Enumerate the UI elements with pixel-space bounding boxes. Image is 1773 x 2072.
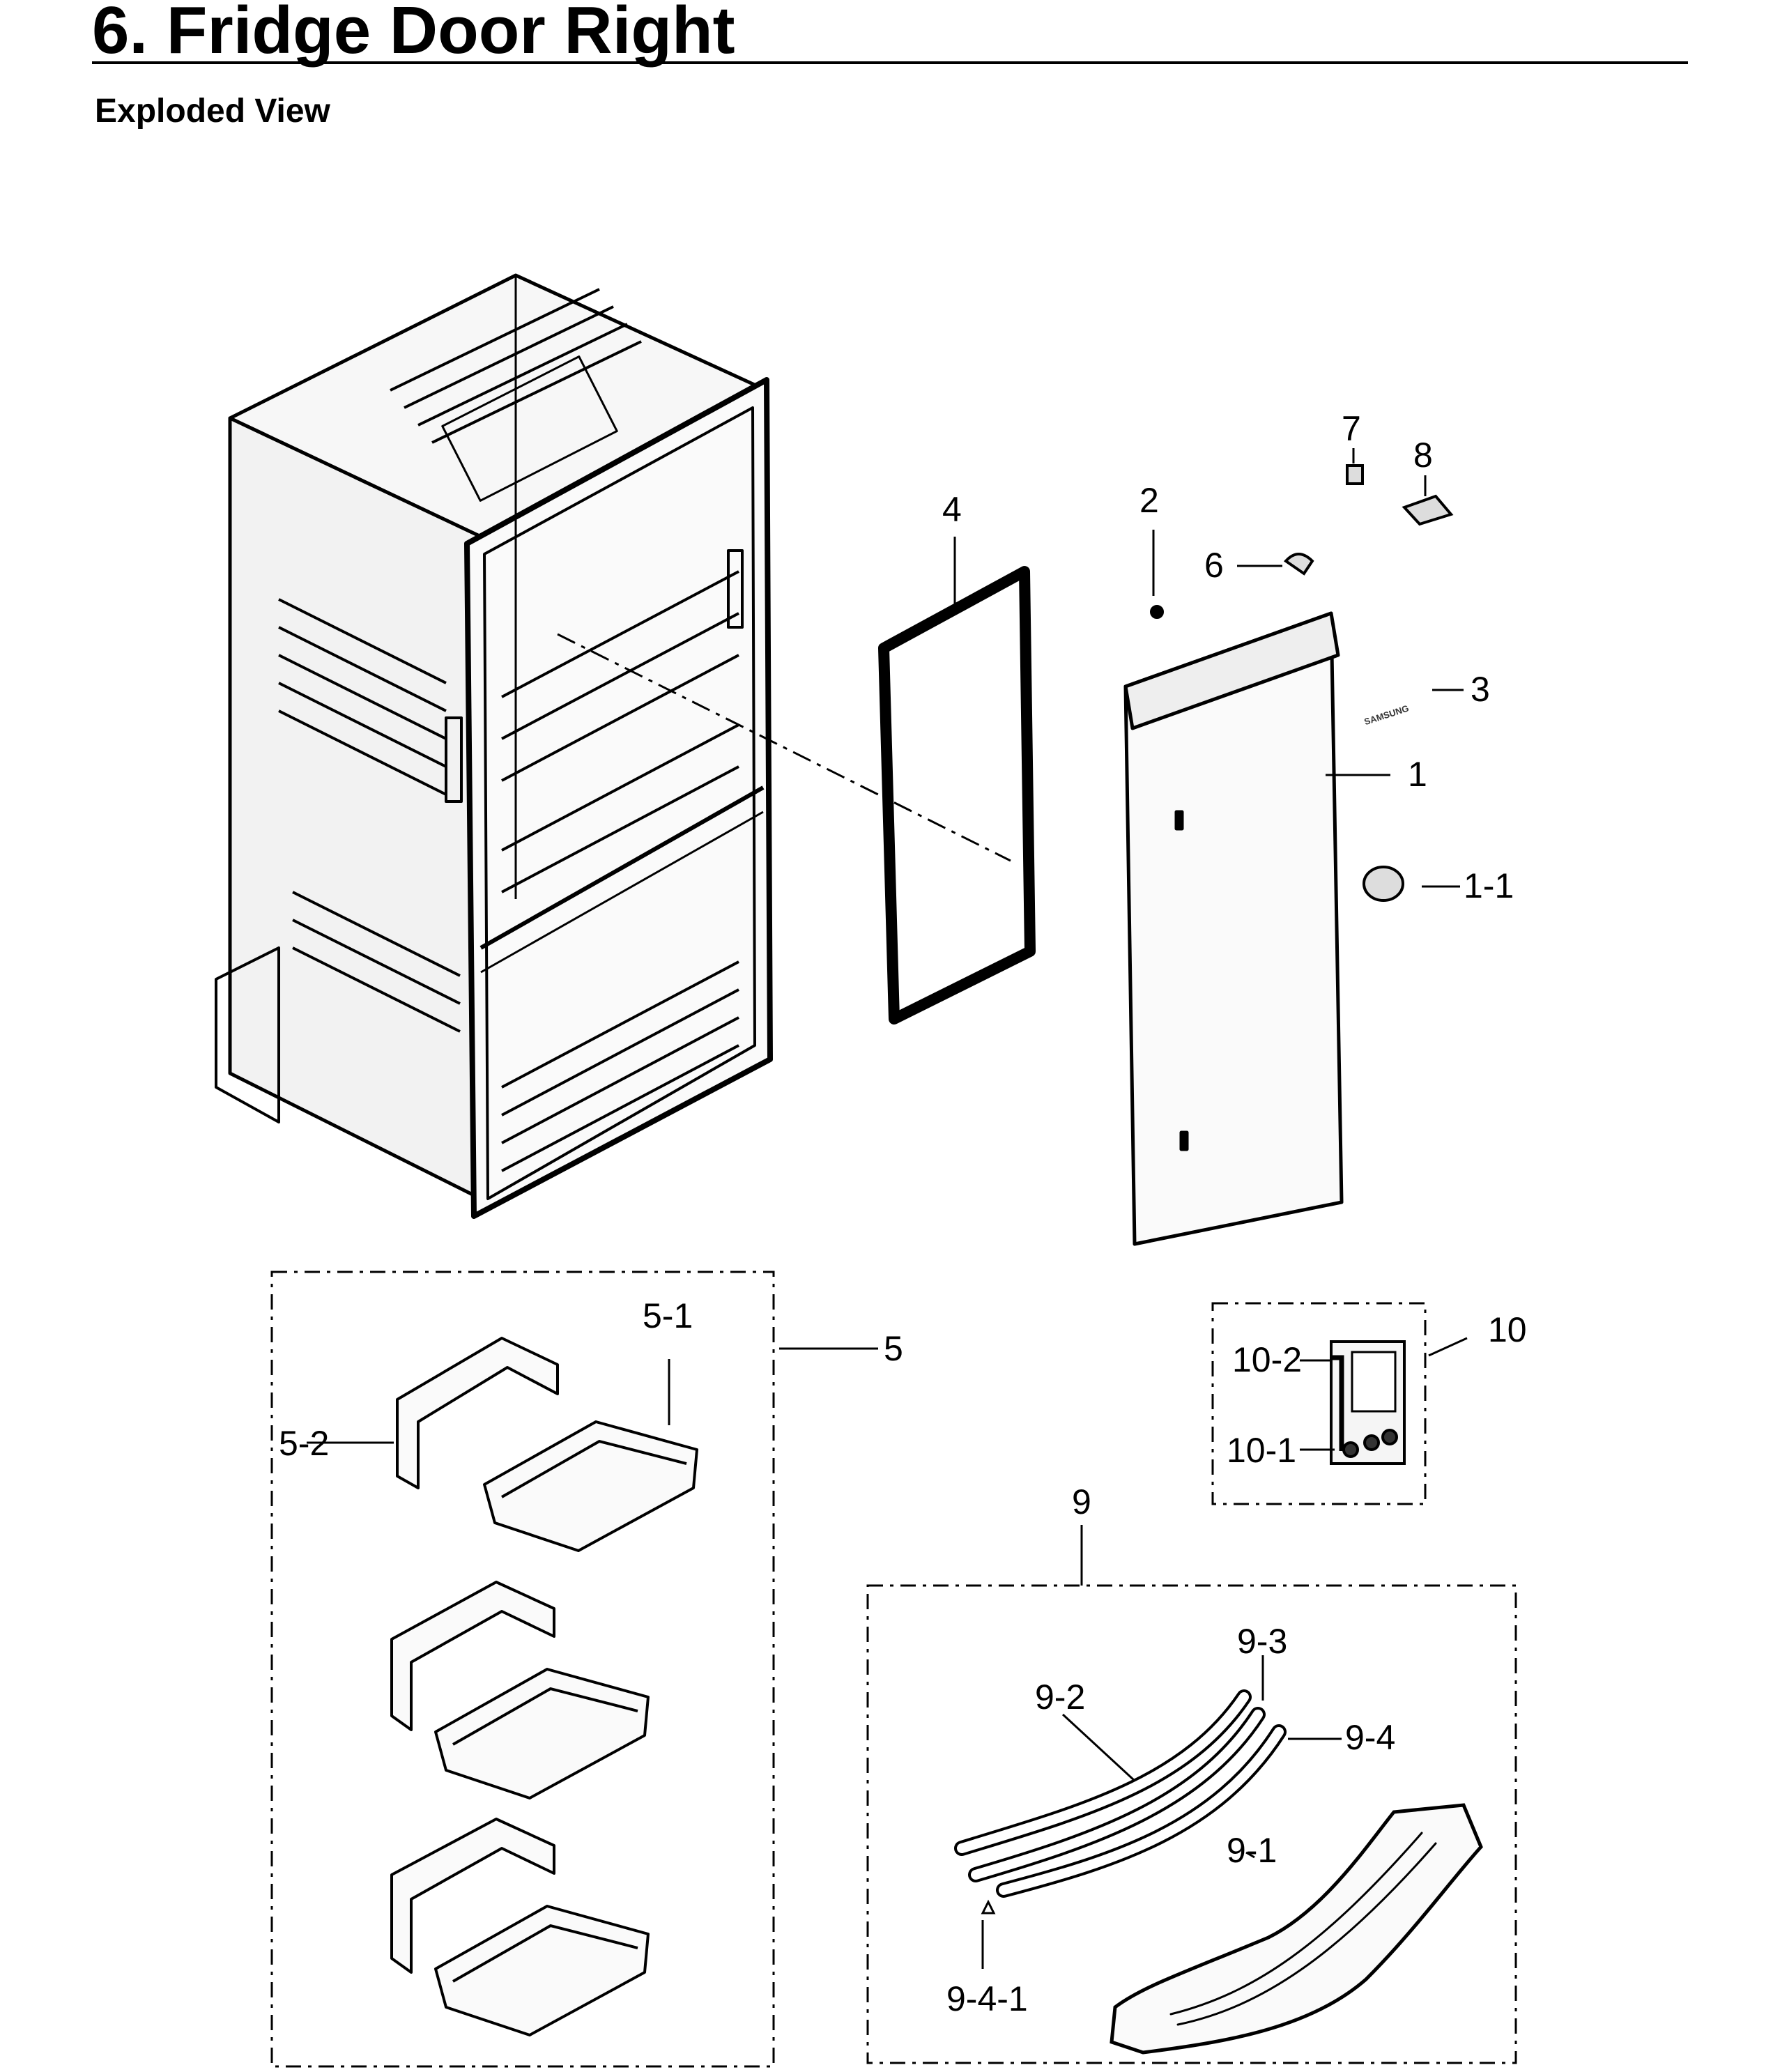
callout-9-3: 9-3 [1237,1622,1287,1661]
callout-labels: 1 1-1 2 3 4 5 5-1 5-2 6 7 8 9 9-1 9-2 9-… [279,409,1527,2018]
callout-8: 8 [1413,436,1433,475]
handle-pipe-c-inner [999,1727,1284,1895]
callout-leaders [307,448,1468,1969]
door-cap-part [1363,866,1404,902]
door-hinge-hole-lower [1179,1130,1189,1151]
screw-part [1150,605,1164,619]
cabinet-front-frame [464,377,773,1219]
callout-2: 2 [1139,481,1159,520]
hinge-cap-part [1346,464,1364,485]
handle-screw-part [981,1899,996,1914]
kit-wrench [1331,1355,1344,1451]
callout-5-2: 5-2 [279,1424,329,1463]
door-top-cap [1123,611,1340,730]
handle-parts [954,1689,1483,2055]
callout-9: 9 [1072,1482,1091,1521]
title-rule [92,61,1688,64]
fridge-cabinet [215,273,773,1219]
callout-1: 1 [1408,755,1427,794]
hinge-part [1402,494,1454,526]
handle-pipe-a-inner [957,1692,1249,1853]
callout-3: 3 [1471,670,1490,709]
callout-10: 10 [1488,1310,1527,1349]
guard-group-box [270,1271,775,2068]
callout-5: 5 [884,1329,903,1368]
door-logo-text: SAMSUNG [1363,703,1410,727]
install-kit [1330,1340,1406,1465]
callout-9-4-1: 9-4-1 [946,1979,1028,2018]
fridge-door [1123,611,1344,1246]
callout-1-1: 1-1 [1464,866,1514,905]
door-guards [390,1337,698,2036]
kit-screw-3 [1381,1429,1398,1445]
callout-7: 7 [1342,409,1361,448]
page-title: 6. Fridge Door Right [92,0,735,68]
handle-base-part [1110,1803,1483,2055]
kit-screw-2 [1363,1434,1380,1451]
callout-5-1: 5-1 [643,1296,693,1335]
small-parts [1150,464,1454,902]
guard-1-rim [501,1440,687,1498]
cabinet-slot [445,716,463,803]
cabinet-side-panel [228,416,483,1201]
guard-1 [483,1420,698,1552]
callout-9-4: 9-4 [1345,1718,1395,1757]
cabinet-front-opening [483,406,756,1200]
top-control-vent [441,355,618,502]
guard-cap-2 [390,1581,555,1731]
cabinet-mullion [479,785,765,950]
callout-6: 6 [1204,546,1224,585]
guard-2 [434,1668,650,1799]
guard-cap-3 [390,1818,555,1974]
handle-pipe-b-inner [971,1710,1263,1880]
callout-9-2: 9-2 [1035,1678,1085,1717]
kit-screw-1 [1342,1441,1359,1458]
cabinet-mullion-lower [480,811,764,974]
assembly-leader-line [557,633,1011,862]
guard-3-rim [452,1924,638,1983]
callout-4: 4 [942,490,962,529]
cabinet-ribs [278,288,739,1172]
door-hinge-hole-upper [1174,810,1184,831]
cabinet-base [215,946,280,1123]
kit-group-box [1211,1302,1427,1505]
kit-label-card [1351,1351,1397,1413]
callout-9-1: 9-1 [1227,1831,1277,1870]
hinge-cover-part [1283,553,1314,576]
guard-cap-1 [396,1337,559,1489]
section-subtitle: Exploded View [95,93,330,130]
cabinet-slot-right [727,549,744,629]
guard-3 [434,1905,650,2036]
callout-10-2: 10-2 [1232,1340,1302,1379]
door-gasket [878,566,1036,1025]
callout-10-1: 10-1 [1227,1431,1296,1470]
guard-2-rim [452,1687,638,1746]
handle-base-ribs [1169,1832,1437,2026]
handle-group-box [866,1584,1517,2064]
